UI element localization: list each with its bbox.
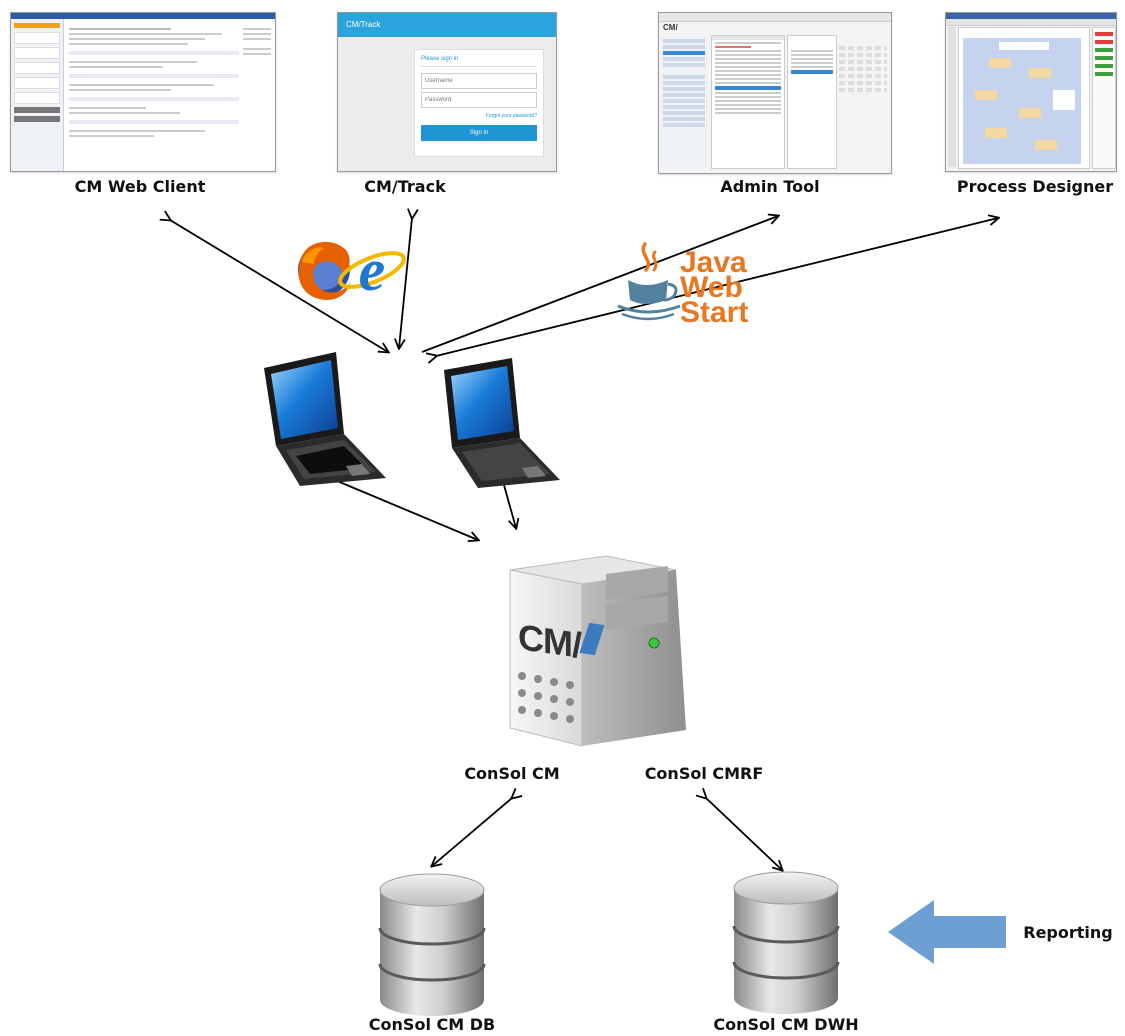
consol-cm-dwh-label: ConSol CM DWH xyxy=(713,1015,858,1034)
database-dwh-icon xyxy=(732,871,840,1014)
start-text: Start xyxy=(680,296,748,329)
arrow-webclient-laptop xyxy=(170,220,388,352)
track-label: CM/Track xyxy=(364,177,446,196)
arrow-cm-db xyxy=(432,798,512,866)
arrow-laptop2-server xyxy=(502,478,516,528)
consol-cm-db-label: ConSol CM DB xyxy=(369,1015,495,1034)
sign-in-button[interactable]: Sign in xyxy=(421,125,537,141)
track-screenshot: CM/Track Please sign in Forgot your pass… xyxy=(337,12,557,172)
process-designer-screenshot xyxy=(945,12,1117,172)
track-login-box: Please sign in Forgot your password? Sig… xyxy=(414,49,544,157)
java-text: Java xyxy=(680,246,747,279)
server-cm-logo-text: CM/ xyxy=(518,616,581,666)
reporting-label: Reporting xyxy=(1023,923,1112,942)
server-status-light xyxy=(648,637,660,649)
track-app-title: CM/Track xyxy=(338,13,556,37)
consol-cmrf-label: ConSol CMRF xyxy=(645,764,764,783)
admin-tool-screenshot: CM/ xyxy=(658,12,892,174)
laptop-left-icon xyxy=(264,352,386,486)
browser-logos: e xyxy=(298,237,406,303)
svg-text:e: e xyxy=(359,237,386,303)
server-icon: CM/ xyxy=(509,555,686,747)
web-client-label: CM Web Client xyxy=(74,177,206,196)
server-vent-dots xyxy=(518,672,574,723)
arrow-track-laptop xyxy=(399,218,412,348)
web-client-screenshot xyxy=(10,12,276,172)
connection-arrows xyxy=(170,216,998,870)
process-designer-label: Process Designer xyxy=(956,177,1114,196)
password-input[interactable] xyxy=(421,92,537,108)
arrow-cmrf-dwh xyxy=(706,798,782,870)
arrow-laptop1-server xyxy=(330,478,478,540)
firefox-icon xyxy=(298,241,350,301)
database-cm-icon xyxy=(378,873,486,1016)
laptop-right-icon xyxy=(444,358,560,488)
track-login-heading: Please sign in xyxy=(421,56,459,62)
java-cup-icon xyxy=(617,242,681,321)
username-input[interactable] xyxy=(421,73,537,89)
internet-explorer-icon: e xyxy=(338,237,406,303)
consol-cm-label: ConSol CM xyxy=(464,764,559,783)
reporting-arrow-icon xyxy=(888,900,1006,964)
java-web-start-logo: Java Web Start xyxy=(617,242,748,329)
admin-tool-label: Admin Tool xyxy=(720,177,820,196)
admin-logo: CM/ xyxy=(663,23,678,32)
forgot-password-link[interactable]: Forgot your password? xyxy=(485,113,537,119)
web-text: Web xyxy=(680,271,743,304)
arrow-designer-laptop xyxy=(436,218,998,356)
